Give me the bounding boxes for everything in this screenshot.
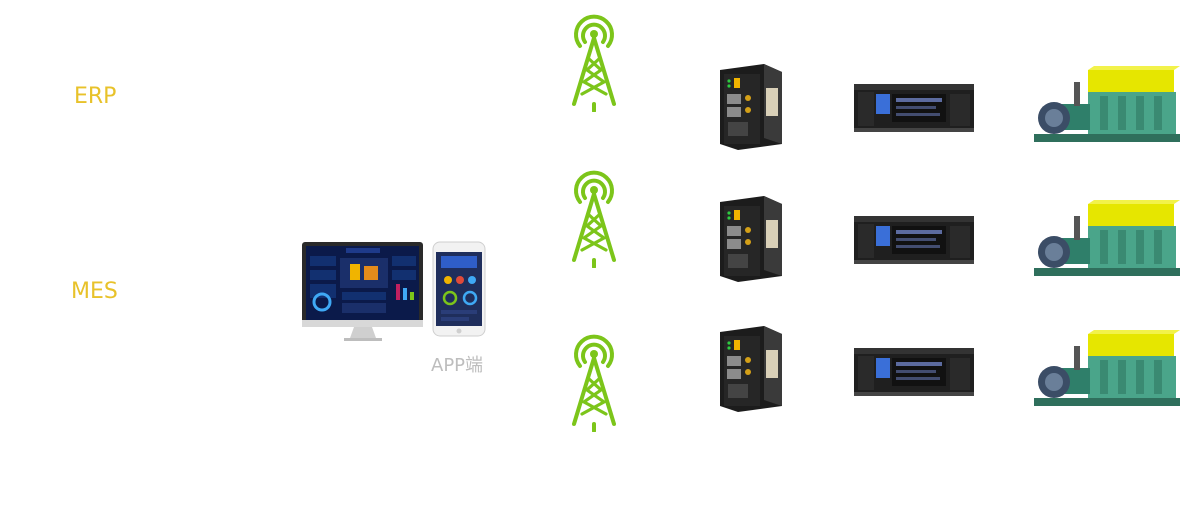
plc-controller-icon <box>854 348 974 396</box>
app-label: APP端 <box>431 355 484 376</box>
monitor-icon <box>302 242 423 341</box>
gateway-device-icon <box>720 64 782 150</box>
plc-controller-icon <box>854 84 974 132</box>
plc-controller-icon <box>854 216 974 264</box>
industrial-machine-icon <box>1034 66 1180 142</box>
signal-tower-icon <box>572 170 616 268</box>
phone-icon <box>432 241 486 337</box>
mes-label: MES <box>71 279 118 304</box>
gateway-device-icon <box>720 196 782 282</box>
signal-tower-icon <box>572 14 616 112</box>
industrial-machine-icon <box>1034 330 1180 406</box>
signal-tower-icon <box>572 334 616 432</box>
industrial-machine-icon <box>1034 200 1180 276</box>
erp-label: ERP <box>74 84 117 109</box>
gateway-device-icon <box>720 326 782 412</box>
client-devices <box>302 241 486 341</box>
